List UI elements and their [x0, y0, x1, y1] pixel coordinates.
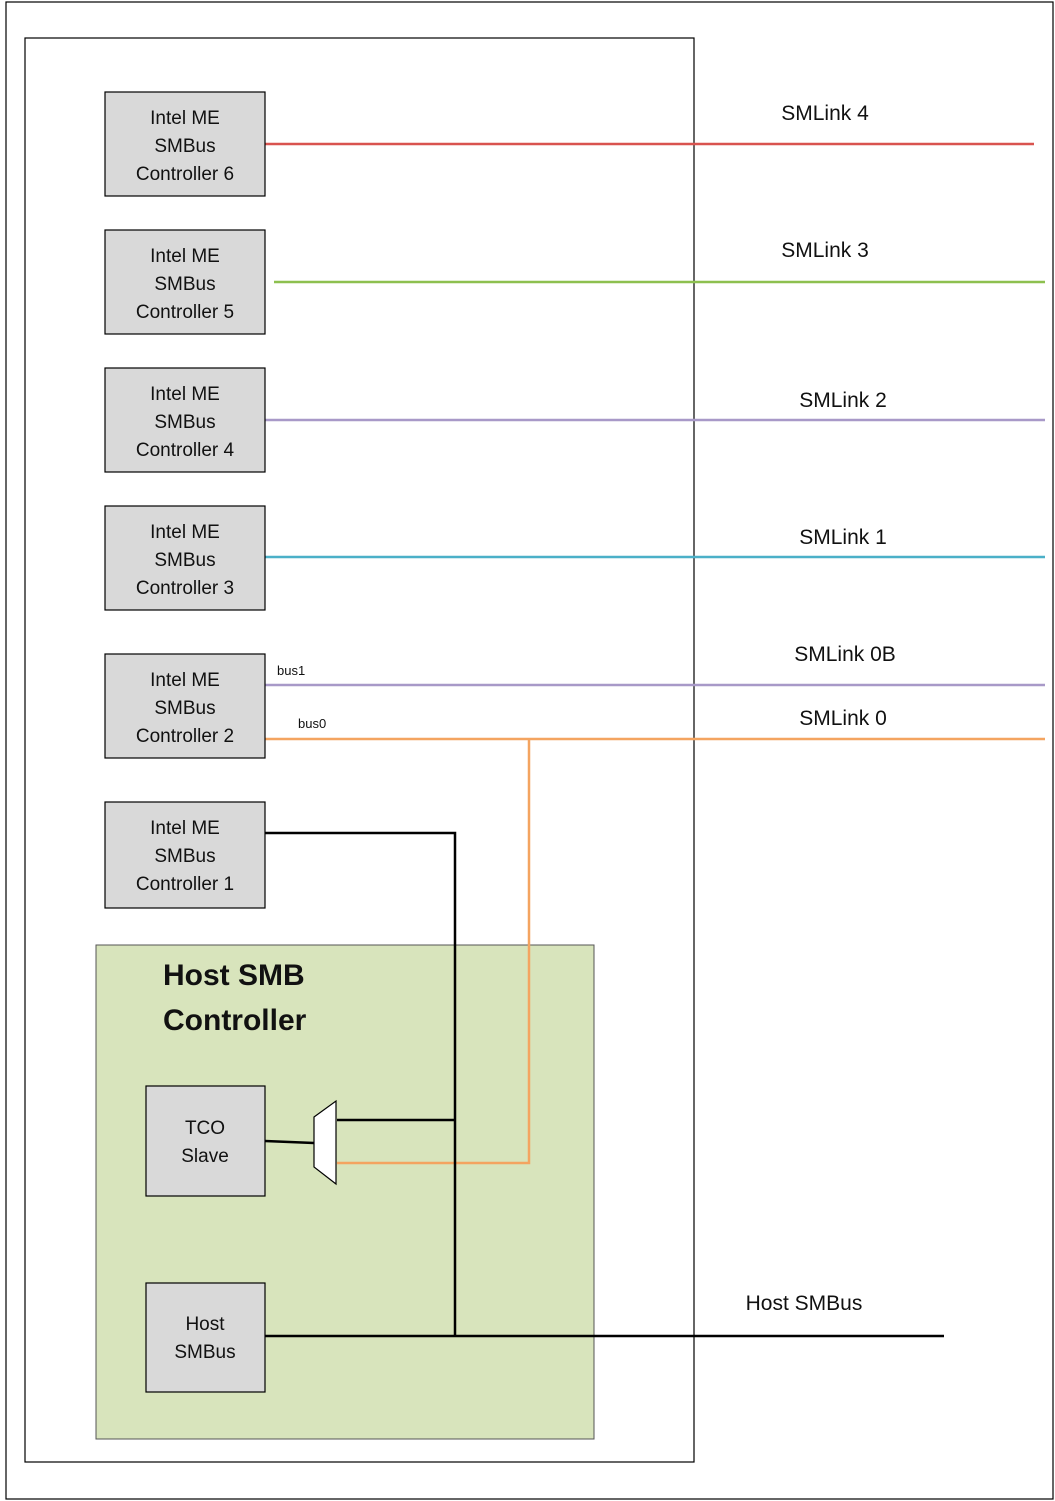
smlink0b-label: SMLink 0B: [794, 643, 896, 666]
controller-box-1: Intel ME SMBus Controller 1: [104, 801, 266, 909]
controller-2-line1: Intel ME: [150, 670, 220, 691]
tco-slave-box: TCO Slave: [145, 1085, 266, 1197]
tco-slave-line1: TCO: [185, 1118, 225, 1139]
host-smbus-box-line2: SMBus: [174, 1342, 235, 1363]
controller-4-line2: SMBus: [154, 412, 215, 433]
controller1-host-bus: [265, 831, 457, 1336]
controller-1-line3: Controller 1: [136, 874, 234, 895]
chip-boundary: [24, 37, 695, 1463]
smlink2-label: SMLink 2: [799, 389, 887, 412]
controller-5-line2: SMBus: [154, 274, 215, 295]
controller-2-line3: Controller 2: [136, 726, 234, 747]
controller-4-line1: Intel ME: [150, 384, 220, 405]
controller-5-line3: Controller 5: [136, 302, 234, 323]
controller-6-line3: Controller 6: [136, 164, 234, 185]
bus0-label: bus0: [298, 716, 326, 731]
controller-6-line2: SMBus: [154, 136, 215, 157]
controller-box-6: Intel ME SMBus Controller 6: [104, 91, 266, 197]
bus1-label: bus1: [277, 663, 305, 678]
smlink0-mux-branch: [337, 739, 531, 1165]
controller-4-line3: Controller 4: [136, 440, 235, 461]
mux-symbol: [313, 1099, 337, 1186]
smlink0-label: SMLink 0: [799, 707, 887, 730]
page-frame: [5, 1, 1054, 1500]
controller-1-line2: SMBus: [154, 846, 215, 867]
controller-box-5: Intel ME SMBus Controller 5: [104, 229, 266, 335]
controller-3-line3: Controller 3: [136, 578, 234, 599]
smlink4-label: SMLink 4: [781, 102, 869, 125]
smlink1-label: SMLink 1: [799, 526, 887, 549]
host-smbus-box-line1: Host: [185, 1314, 225, 1335]
tco-mux-connection: [264, 1139, 315, 1145]
host-controller-title-line1: Host SMB: [163, 959, 305, 992]
controller-box-2: Intel ME SMBus Controller 2: [104, 653, 266, 759]
controller-3-line2: SMBus: [154, 550, 215, 571]
host-smbus-box: Host SMBus: [145, 1282, 266, 1393]
smlink3-label: SMLink 3: [781, 239, 869, 262]
controller-box-4: Intel ME SMBus Controller 4: [104, 367, 266, 473]
controller-2-line2: SMBus: [154, 698, 215, 719]
tco-slave-line2: Slave: [181, 1146, 229, 1167]
host-controller-title-line2: Controller: [163, 1004, 307, 1037]
controller-3-line1: Intel ME: [150, 522, 220, 543]
controller-1-line1: Intel ME: [150, 818, 220, 839]
controller-box-3: Intel ME SMBus Controller 3: [104, 505, 266, 611]
controller-5-line1: Intel ME: [150, 246, 220, 267]
controller-6-line1: Intel ME: [150, 108, 220, 129]
host-smbus-label: Host SMBus: [746, 1292, 863, 1315]
